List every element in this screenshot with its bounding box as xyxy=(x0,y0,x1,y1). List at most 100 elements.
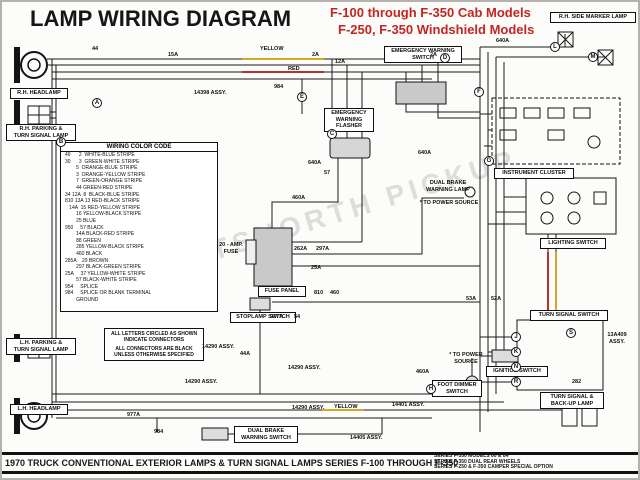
footer-rule-bottom xyxy=(2,471,638,474)
emergency-flasher-body xyxy=(329,137,371,159)
footer-note: SERIES F-350 MODELS 60 & 84 xyxy=(434,453,509,459)
wire-label: 14398 ASSY. xyxy=(194,90,227,96)
color-code-row: 44 GREEN-RED STRIPE xyxy=(65,184,133,191)
wire-label: 2A xyxy=(430,52,438,58)
component-label: LIGHTING SWITCH xyxy=(540,238,606,249)
footer-rule-top xyxy=(2,452,638,455)
wire-label: 14290 ASSY. xyxy=(288,365,321,371)
component-label: TURN SIGNAL & BACK-UP LAMP xyxy=(540,392,604,410)
fuse-20amp-body xyxy=(245,239,257,265)
component-label: EMERGENCY WARNING FLASHER xyxy=(324,108,374,132)
color-code-row: GROUND xyxy=(65,297,99,304)
wire-label: 44 xyxy=(92,46,99,52)
component-label: L.H. HEADLAMP xyxy=(10,404,68,415)
color-code-row: 285A 29 BROWN xyxy=(65,257,109,264)
color-code-row: 34 12A 8 BLACK-BLUE STRIPE xyxy=(65,191,140,198)
component-label: FOOT DIMMER SWITCH xyxy=(432,380,482,398)
wire-label: 460A xyxy=(416,369,430,375)
header: LAMP WIRING DIAGRAM F-100 through F-350 … xyxy=(2,2,638,42)
wire-label: 44A xyxy=(240,351,251,357)
wire-label: 54 xyxy=(294,314,301,320)
wire-label: YELLOW xyxy=(260,46,284,52)
component-label: 13A409 ASSY. xyxy=(607,332,627,345)
wire-label: 53A xyxy=(466,296,477,302)
connector-note-line1: ALL LETTERS CIRCLED AS SHOWN INDICATE CO… xyxy=(110,331,198,344)
connector-h: H xyxy=(426,384,436,394)
color-code-row: 30 3 GREEN-WHITE STRIPE xyxy=(65,158,140,165)
wire-runs xyxy=(47,34,605,435)
connector-k: K xyxy=(511,347,521,357)
connector-f: F xyxy=(474,87,484,97)
component-label: FUSE PANEL xyxy=(258,286,306,297)
dual-brake-warning-lamp-icon xyxy=(464,186,476,198)
color-code-row: 14A 15 RED-YELLOW STRIPE xyxy=(65,204,141,211)
component-label: INSTRUMENT CLUSTER xyxy=(494,168,574,179)
connector-e: E xyxy=(297,92,307,102)
component-label: R.H. HEADLAMP xyxy=(10,88,68,99)
wire-label: 640A xyxy=(496,38,510,44)
connector-j: J xyxy=(511,332,521,342)
connector-n: N xyxy=(511,362,521,372)
wire-label: YELLOW xyxy=(334,404,358,410)
color-code-row: 25A 37 YELLOW-WHITE STRIPE xyxy=(65,270,146,277)
wire-label: 14290 ASSY. xyxy=(292,405,325,411)
connector-a: A xyxy=(92,98,102,108)
color-code-row: 88 GREEN xyxy=(65,237,101,244)
connector-note-box: ALL LETTERS CIRCLED AS SHOWN INDICATE CO… xyxy=(104,328,204,361)
wire-label: 2A xyxy=(312,52,320,58)
turn-signal-switch-body xyxy=(516,319,604,391)
component-label: * TO POWER SOURCE xyxy=(449,352,483,365)
wire-label: RED xyxy=(288,66,300,72)
page-title: LAMP WIRING DIAGRAM xyxy=(30,6,292,31)
color-code-row: 285 YELLOW-BLACK STRIPE xyxy=(65,244,145,251)
wire-label: 977A xyxy=(127,412,141,418)
wire-label: 977A xyxy=(270,314,284,320)
wire-label: 984 xyxy=(274,84,284,90)
connector-m: M xyxy=(588,52,598,62)
color-code-row: 954 SPLICE xyxy=(65,283,99,290)
wire-label: 460 xyxy=(330,290,340,296)
wire-label: 460A xyxy=(292,195,306,201)
component-label: R.H. PARKING & TURN SIGNAL LAMP xyxy=(6,124,76,142)
wire-label: 12A xyxy=(335,59,346,65)
dual-brake-warning-switch-body xyxy=(201,427,229,441)
wire-color-overlays xyxy=(242,58,557,411)
connector-g: G xyxy=(484,156,494,166)
wire-label: 810 xyxy=(314,290,324,296)
stoplamp-switch-body xyxy=(249,297,271,311)
component-label: R.H. SIDE MARKER LAMP xyxy=(550,12,636,23)
color-code-row: 950 57 BLACK xyxy=(65,224,104,231)
wire-label: 282 xyxy=(572,379,582,385)
lighting-switch-body xyxy=(525,177,617,235)
connector-note-line2: ALL CONNECTORS ARE BLACK UNLESS OTHERWIS… xyxy=(114,345,194,358)
connector-d: D xyxy=(440,53,450,63)
footer-note: SERIES F-350 DUAL REAR WHEELS xyxy=(434,458,521,465)
component-label: DUAL BRAKE WARNING SWITCH xyxy=(234,426,298,444)
component-label: TURN SIGNAL SWITCH xyxy=(530,310,608,321)
color-code-row: 7 GREEN-ORANGE STRIPE xyxy=(65,178,143,185)
color-code-row: 5 ORANGE-BLUE STRIPE xyxy=(65,165,138,172)
model-line-2: F-250, F-350 Windshield Models xyxy=(338,22,535,37)
rh-parking-lamp-icon xyxy=(27,105,51,125)
connector-b: B xyxy=(56,137,66,147)
connector-c: C xyxy=(327,129,337,139)
connector-r: R xyxy=(511,377,521,387)
wiring-color-code-legend: WIRING COLOR CODE 49 2 WHITE-BLUE STRIPE… xyxy=(60,142,218,312)
color-code-row: 49 2 WHITE-BLUE STRIPE xyxy=(65,152,135,158)
component-label: * TO POWER SOURCE xyxy=(419,200,479,206)
color-code-row: 16 YELLOW-BLACK STRIPE xyxy=(65,211,142,218)
connector-l: L xyxy=(550,42,560,52)
emergency-warning-switch-body xyxy=(395,81,447,105)
rh-headlamp-icon xyxy=(20,51,48,79)
model-line-1: F-100 through F-350 Cab Models xyxy=(330,5,531,20)
color-code-row: 460 BLACK xyxy=(65,250,103,257)
wire-label: 262A xyxy=(294,246,308,252)
wire-label: 14290 ASSY. xyxy=(185,379,218,385)
wire-label: 57 xyxy=(324,170,331,176)
component-label: L.H. PARKING & TURN SIGNAL LAMP xyxy=(6,338,76,356)
footer-caption: 1970 TRUCK CONVENTIONAL EXTERIOR LAMPS &… xyxy=(5,458,459,468)
